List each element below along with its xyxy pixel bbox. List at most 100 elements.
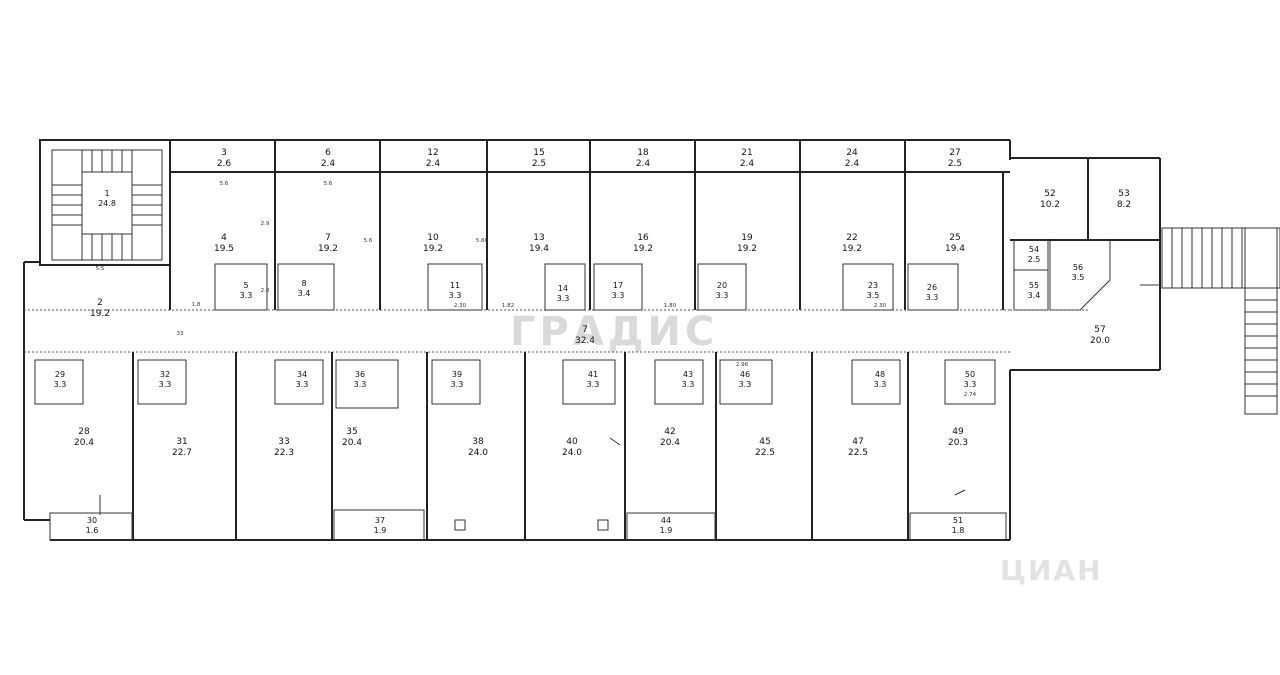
- room-area-4: 19.5: [214, 244, 234, 254]
- dim-label: 2.74: [964, 392, 977, 398]
- room-area-27: 2.5: [948, 159, 962, 169]
- room-num-24: 24: [846, 148, 858, 158]
- room-num-43: 43: [683, 370, 693, 379]
- room-num-28: 28: [78, 427, 90, 437]
- dim-label: 5.6: [220, 181, 229, 187]
- room-area-49: 20.3: [948, 438, 968, 448]
- room-num-36: 36: [355, 370, 365, 379]
- room-num-44: 44: [661, 516, 671, 525]
- room-area-38: 24.0: [468, 448, 488, 458]
- room-num-57: 57: [1094, 325, 1105, 335]
- room-area-19: 19.2: [737, 244, 757, 254]
- room-area-1: 24.8: [98, 199, 116, 208]
- room-num-47: 47: [852, 437, 863, 447]
- room-area-31: 22.7: [172, 448, 192, 458]
- room-num-39: 39: [452, 370, 462, 379]
- room-num-18: 18: [637, 148, 649, 158]
- room-num-38: 38: [472, 437, 484, 447]
- room-area-13: 19.4: [529, 244, 549, 254]
- room-area-48: 3.3: [874, 380, 887, 389]
- room-area-28: 20.4: [74, 438, 94, 448]
- room-area-55: 3.4: [1028, 291, 1041, 300]
- top-row-walls: [24, 140, 1010, 353]
- room-area-54: 2.5: [1028, 255, 1041, 264]
- room-area-30: 1.6: [86, 526, 99, 535]
- room-num-22: 22: [846, 233, 857, 243]
- room-num-6: 6: [325, 148, 331, 158]
- dim-label: 33: [177, 331, 184, 337]
- room-area-12: 2.4: [426, 159, 441, 169]
- dim-label: 2.0: [261, 288, 270, 294]
- dim-label: 2.30: [454, 303, 467, 309]
- dim-label: 1.82: [502, 303, 514, 309]
- room-area-21: 2.4: [740, 159, 755, 169]
- room-area-40: 24.0: [562, 448, 582, 458]
- room-area-16: 19.2: [633, 244, 653, 254]
- room-num-15: 15: [533, 148, 544, 158]
- dim-label: 5.6: [364, 238, 373, 244]
- room-area-37: 1.9: [374, 526, 387, 535]
- room-num-14: 14: [558, 284, 568, 293]
- room-area-39: 3.3: [451, 380, 464, 389]
- room-area-41: 3.3: [587, 380, 600, 389]
- room-area-3: 2.6: [217, 159, 232, 169]
- room-num-52: 52: [1044, 189, 1055, 199]
- room-area-24: 2.4: [845, 159, 860, 169]
- room-num-30: 30: [87, 516, 97, 525]
- room-num-54: 54: [1029, 245, 1039, 254]
- room-num-3: 3: [221, 148, 227, 158]
- room-area-36: 3.3: [354, 380, 367, 389]
- room-area-5: 3.3: [240, 291, 253, 300]
- room-num-37: 37: [375, 516, 385, 525]
- room-num-42: 42: [664, 427, 675, 437]
- dim-label: 5.60: [476, 238, 489, 244]
- room-num-34: 34: [297, 370, 307, 379]
- room-labels: 1 24.8 2 19.2 3 2.6 6 2.4 12 2.4 15 2.5 …: [54, 148, 1132, 535]
- watermark-corner: ЦИАН: [1000, 554, 1103, 587]
- room-area-22: 19.2: [842, 244, 862, 254]
- staircase: [51, 149, 163, 261]
- room-area-51: 1.8: [952, 526, 965, 535]
- room-num-31: 31: [176, 437, 187, 447]
- room-num-41: 41: [588, 370, 598, 379]
- room-num-7: 7: [325, 233, 331, 243]
- room-area-6: 2.4: [321, 159, 336, 169]
- room-num-27: 27: [949, 148, 960, 158]
- room-num-21: 21: [741, 148, 752, 158]
- room-area-7: 19.2: [318, 244, 338, 254]
- room-num-51: 51: [953, 516, 963, 525]
- room-num-33: 33: [278, 437, 289, 447]
- exterior-steps: [1161, 227, 1280, 415]
- room-area-10: 19.2: [423, 244, 443, 254]
- room-num-1: 1: [104, 189, 109, 198]
- room-area-57: 20.0: [1090, 336, 1110, 346]
- room-area-18: 2.4: [636, 159, 651, 169]
- room-area-23: 3.5: [867, 291, 880, 300]
- room-num-4: 4: [221, 233, 227, 243]
- room-num-11: 11: [450, 281, 460, 290]
- room-area-15: 2.5: [532, 159, 546, 169]
- room-num-56: 56: [1073, 263, 1083, 272]
- room-area-35: 20.4: [342, 438, 362, 448]
- room-area-14: 3.3: [557, 294, 570, 303]
- room-num-29: 29: [55, 370, 65, 379]
- room-num-32: 32: [160, 370, 170, 379]
- room-num-45: 45: [759, 437, 770, 447]
- room-area-29: 3.3: [54, 380, 67, 389]
- room-area-25: 19.4: [945, 244, 965, 254]
- room-area-46: 3.3: [739, 380, 752, 389]
- room-num-19: 19: [741, 233, 753, 243]
- room-num-40: 40: [566, 437, 578, 447]
- dim-label: 1.8: [192, 302, 201, 308]
- room-num-35: 35: [346, 427, 357, 437]
- room-area-32: 3.3: [159, 380, 172, 389]
- dim-label: 2.9: [261, 221, 270, 227]
- room-num-10: 10: [427, 233, 439, 243]
- room-num-17: 17: [613, 281, 623, 290]
- room-num-50: 50: [965, 370, 975, 379]
- room-num-46: 46: [740, 370, 750, 379]
- room-area-11: 3.3: [449, 291, 462, 300]
- room-area-8: 3.4: [298, 289, 311, 298]
